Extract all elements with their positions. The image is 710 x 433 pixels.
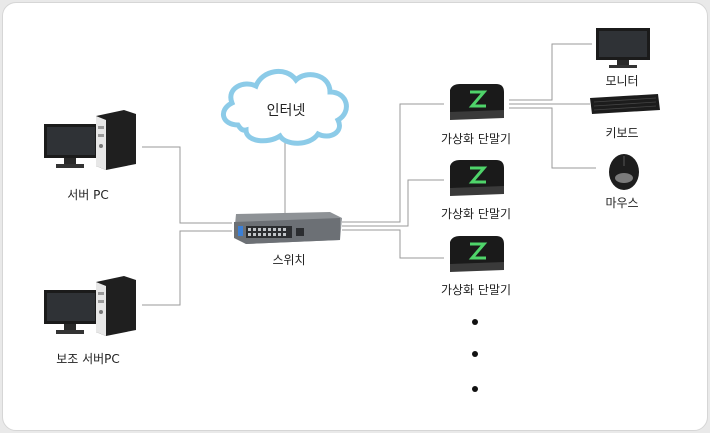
mouse-label: 마우스 — [605, 196, 639, 210]
monitor-icon — [596, 28, 650, 68]
thin-client-terminal-icon — [450, 160, 504, 196]
thin-client-label-2: 가상화 단말기 — [440, 207, 512, 221]
ellipsis-dot — [472, 319, 478, 325]
ellipsis-dot — [472, 351, 478, 357]
internet-label: 인터넷 — [266, 103, 306, 119]
desktop-pc-icon — [44, 110, 136, 170]
keyboard-icon — [590, 94, 660, 114]
network-switch-icon — [234, 212, 342, 244]
keyboard-label: 키보드 — [605, 126, 639, 140]
thin-client-terminal-icon — [450, 84, 504, 120]
monitor-label: 모니터 — [605, 74, 639, 88]
switch-label: 스위치 — [272, 253, 306, 267]
thin-client-terminal-icon — [450, 236, 504, 272]
thin-client-label-3: 가상화 단말기 — [440, 283, 512, 297]
backup-server-label: 보조 서버PC — [56, 352, 120, 366]
cloud-icon — [221, 69, 349, 146]
main-server-label: 서버 PC — [67, 188, 109, 202]
ellipsis-dot — [472, 386, 478, 392]
thin-client-label-1: 가상화 단말기 — [440, 132, 512, 146]
connection-lines — [142, 43, 596, 306]
mouse-icon — [609, 154, 639, 190]
desktop-pc-icon — [44, 276, 136, 336]
